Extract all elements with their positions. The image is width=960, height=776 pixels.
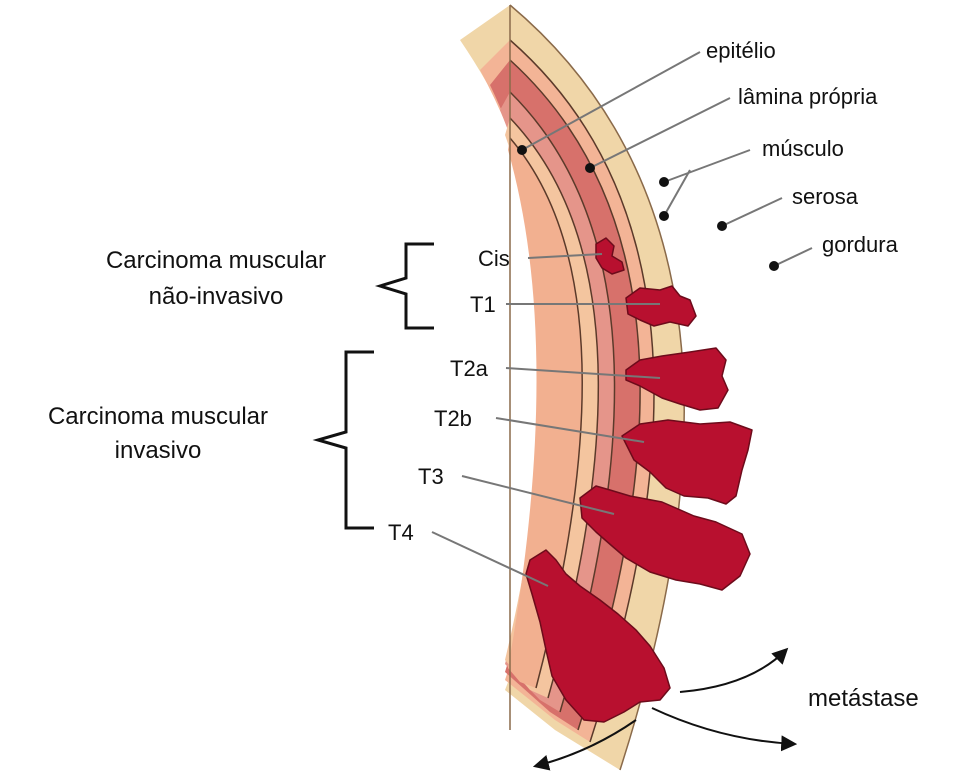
label-t2a: T2a bbox=[450, 356, 489, 381]
group-invasive-line2: invasivo bbox=[115, 437, 202, 464]
metastasis-arrow-up bbox=[680, 650, 786, 692]
label-epitelio: epitélio bbox=[706, 38, 776, 63]
label-serosa: serosa bbox=[792, 184, 859, 209]
label-lamina-propria: lâmina própria bbox=[738, 84, 878, 109]
dot-musculo-1 bbox=[659, 177, 669, 187]
bracket-invasive bbox=[318, 352, 374, 528]
dot-lamina bbox=[585, 163, 595, 173]
group-invasive-line1: Carcinoma muscular bbox=[48, 403, 268, 430]
dot-gordura bbox=[769, 261, 779, 271]
leader-serosa bbox=[722, 198, 782, 226]
label-t2b: T2b bbox=[434, 406, 472, 431]
bracket-non-invasive bbox=[380, 244, 434, 328]
label-metastase: metástase bbox=[808, 685, 919, 712]
dot-serosa bbox=[717, 221, 727, 231]
group-non-invasive-line2: não-invasivo bbox=[149, 283, 284, 310]
label-t1: T1 bbox=[470, 292, 496, 317]
label-gordura: gordura bbox=[822, 232, 899, 257]
metastasis-arrow-right bbox=[652, 708, 794, 744]
leader-musculo bbox=[664, 150, 750, 182]
dot-musculo-2 bbox=[659, 211, 669, 221]
label-t4: T4 bbox=[388, 520, 414, 545]
label-t3: T3 bbox=[418, 464, 444, 489]
leader-gordura bbox=[774, 248, 812, 266]
group-non-invasive-line1: Carcinoma muscular bbox=[106, 247, 326, 274]
label-cis: Cis bbox=[478, 246, 510, 271]
dot-epitelio bbox=[517, 145, 527, 155]
label-musculo: músculo bbox=[762, 136, 844, 161]
